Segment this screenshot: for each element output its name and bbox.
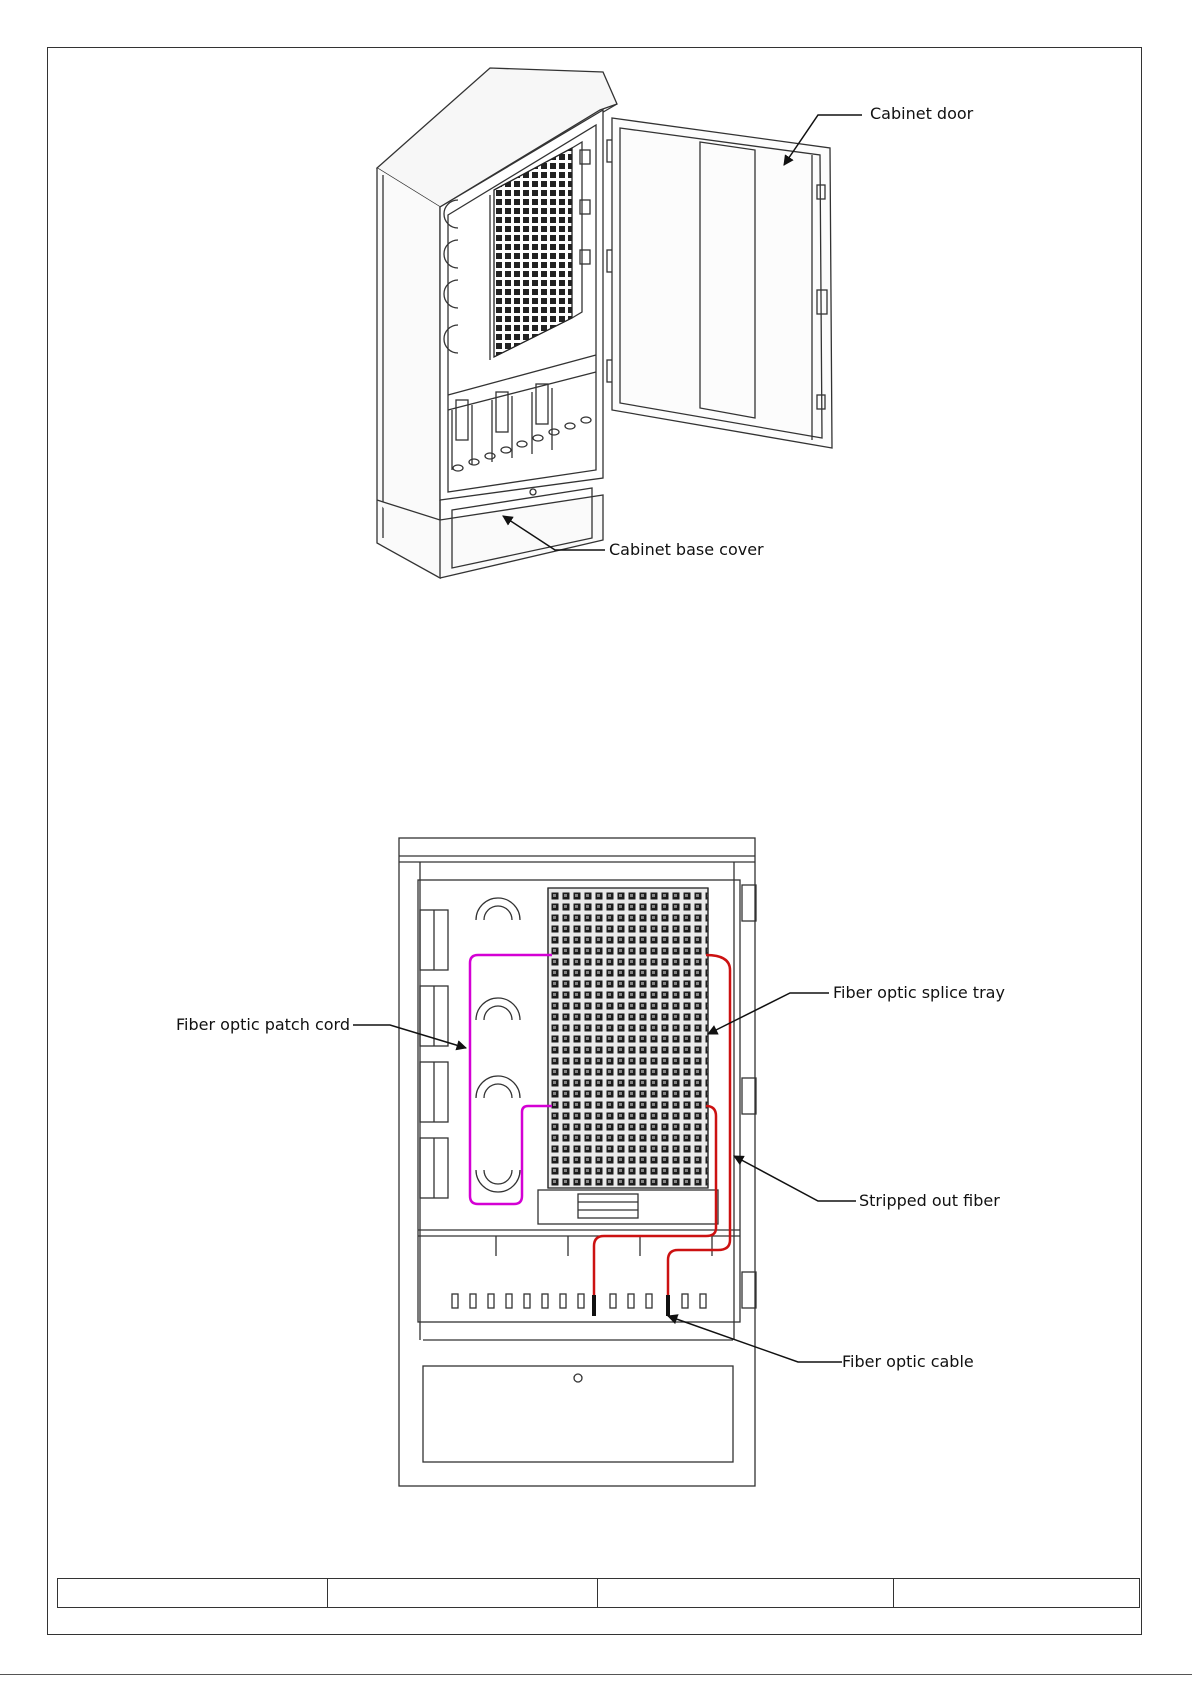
page-bottom-rule <box>0 1674 1192 1675</box>
title-block-cell <box>328 1579 598 1607</box>
title-block <box>57 1578 1140 1608</box>
cabinet-door-label: Cabinet door <box>870 104 973 124</box>
stripped-out-fiber-label: Stripped out fiber <box>859 1191 1000 1211</box>
cabinet-base-cover-label: Cabinet base cover <box>609 540 764 560</box>
front-cabinet <box>399 838 756 1486</box>
title-block-cell <box>58 1579 328 1607</box>
title-block-cell <box>598 1579 894 1607</box>
title-block-cell <box>894 1579 1139 1607</box>
fiber-optic-splice-tray-label: Fiber optic splice tray <box>833 983 1005 1003</box>
fiber-optic-patch-cord-label: Fiber optic patch cord <box>176 1015 350 1035</box>
fiber-optic-cable-label: Fiber optic cable <box>842 1352 974 1372</box>
perspective-cabinet <box>377 68 832 578</box>
